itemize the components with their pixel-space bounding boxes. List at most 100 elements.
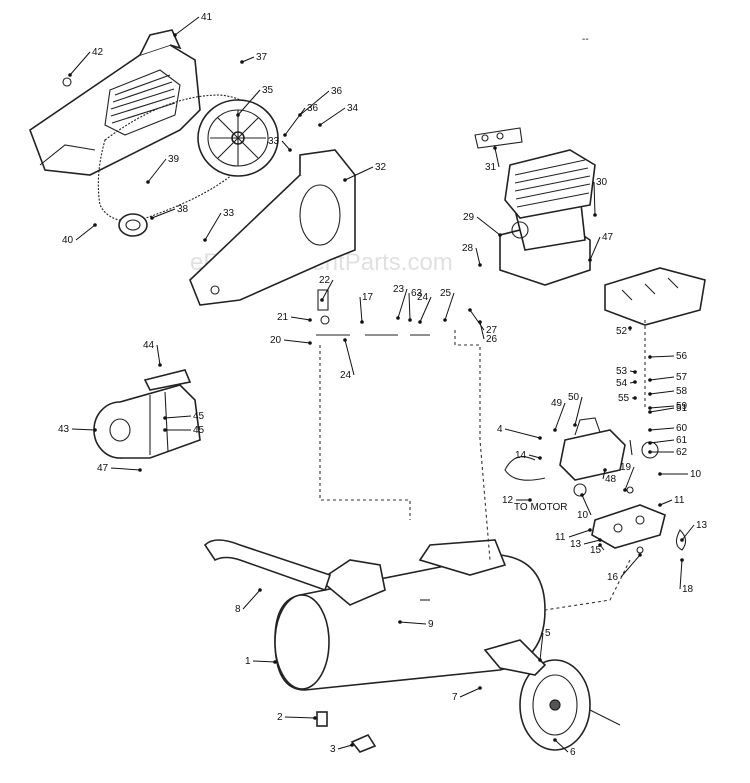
callout-45: 45	[163, 411, 205, 422]
callout-18: 18	[679, 558, 694, 595]
callout-leader	[476, 216, 501, 236]
callout-21: 21	[277, 312, 312, 323]
callout-arrowhead	[408, 318, 412, 322]
callout-50: 50	[568, 392, 583, 427]
callout-leader	[649, 355, 675, 358]
callout-leader	[681, 524, 695, 541]
callout-leader	[475, 247, 481, 266]
callout-45: 45	[163, 425, 205, 436]
callout-24: 24	[417, 292, 432, 324]
callout-arrowhead	[443, 318, 447, 322]
callout-label: 53	[616, 366, 628, 377]
callout-62: 62	[648, 447, 688, 458]
callout-label: 9	[428, 619, 434, 630]
callout-leader	[164, 415, 192, 419]
callout-arrowhead	[538, 436, 542, 440]
callout-13: 13	[680, 520, 708, 542]
callout-label: 55	[618, 393, 630, 404]
callout-label: 19	[620, 462, 632, 473]
callout-arrowhead	[598, 543, 602, 547]
callout-label: 31	[485, 162, 497, 173]
callout-label: 60	[676, 423, 688, 434]
callout-arrowhead	[538, 658, 542, 662]
callout-label: 13	[696, 520, 708, 531]
callout-leader	[242, 589, 261, 610]
handle	[203, 539, 332, 592]
callout-54: 54	[616, 378, 637, 389]
callout-label: 49	[551, 398, 563, 409]
callout-arrowhead	[623, 488, 627, 492]
callout-53: 53	[616, 366, 637, 377]
callout-arrowhead	[396, 316, 400, 320]
belt-guard-bracket	[189, 149, 356, 306]
hardware	[62, 77, 687, 601]
callout-arrowhead	[68, 73, 72, 77]
callout-label: 30	[596, 177, 608, 188]
callout-leader	[290, 316, 311, 321]
callout-leader	[649, 407, 675, 413]
callout-label: 10	[690, 469, 702, 480]
callout-arrowhead	[478, 263, 482, 267]
callout-leader	[444, 292, 455, 321]
assembly-routing-right	[454, 330, 491, 561]
callout-leader	[419, 296, 432, 323]
callout-36: 36	[283, 103, 319, 137]
callout-label: 58	[676, 386, 688, 397]
callout-leader	[281, 140, 291, 151]
callout-leader	[71, 428, 96, 431]
callout-arrowhead	[648, 441, 652, 445]
callout-arrowhead	[273, 660, 277, 664]
callout-arrowhead	[588, 528, 592, 532]
compressor-pump	[499, 149, 596, 286]
callout-arrowhead	[320, 298, 324, 302]
pressure-switch	[504, 417, 626, 481]
callout-label: 59	[676, 401, 688, 412]
callout-leader	[399, 621, 427, 625]
callout-label: 2	[277, 712, 283, 723]
callout-12: 12	[502, 495, 532, 506]
callout-leader	[649, 390, 675, 395]
callout-leader	[494, 147, 500, 168]
callout-24: 24	[340, 338, 355, 381]
callout-arrowhead	[203, 238, 207, 242]
callout-arrowhead	[633, 370, 637, 374]
callout-arrowhead	[343, 338, 347, 342]
callout-label: 8	[235, 604, 241, 615]
callout-label: 54	[616, 378, 628, 389]
callout-3: 3	[330, 743, 354, 755]
drain-valve	[316, 711, 328, 727]
callout-label: 11	[555, 532, 566, 543]
callout-leader	[284, 716, 316, 719]
callout-37: 37	[240, 52, 268, 64]
callout-leader	[204, 212, 222, 241]
callout-36: 36	[298, 86, 343, 117]
callout-52: 52	[616, 326, 632, 337]
callout-leader	[284, 107, 306, 136]
callout-61: 61	[648, 435, 688, 446]
callout-label: 24	[417, 292, 429, 303]
callout-arrowhead	[150, 216, 154, 220]
callout-label: 4	[497, 424, 503, 435]
callout-5: 5	[538, 628, 551, 662]
callout-19: 19	[620, 462, 635, 492]
callout-arrowhead	[628, 326, 632, 330]
callout-label: 48	[605, 474, 617, 485]
callout-leader	[408, 292, 411, 321]
callout-41: 41	[173, 12, 213, 37]
callout-arrowhead	[146, 180, 150, 184]
callout-label: 11	[674, 495, 685, 506]
callout-57: 57	[648, 372, 688, 383]
callout-label: 12	[502, 495, 514, 506]
corner-mark: --	[582, 34, 589, 45]
callout-arrowhead	[93, 428, 97, 432]
callout-43: 43	[58, 424, 97, 435]
callout-label: 33	[268, 136, 280, 147]
callout-label: 18	[682, 584, 694, 595]
callout-17: 17	[359, 292, 374, 324]
callout-leader	[344, 339, 355, 376]
callout-leader	[252, 660, 276, 663]
callout-label: 34	[347, 103, 359, 114]
callout-label: 35	[262, 85, 274, 96]
callout-label: 25	[440, 288, 452, 299]
